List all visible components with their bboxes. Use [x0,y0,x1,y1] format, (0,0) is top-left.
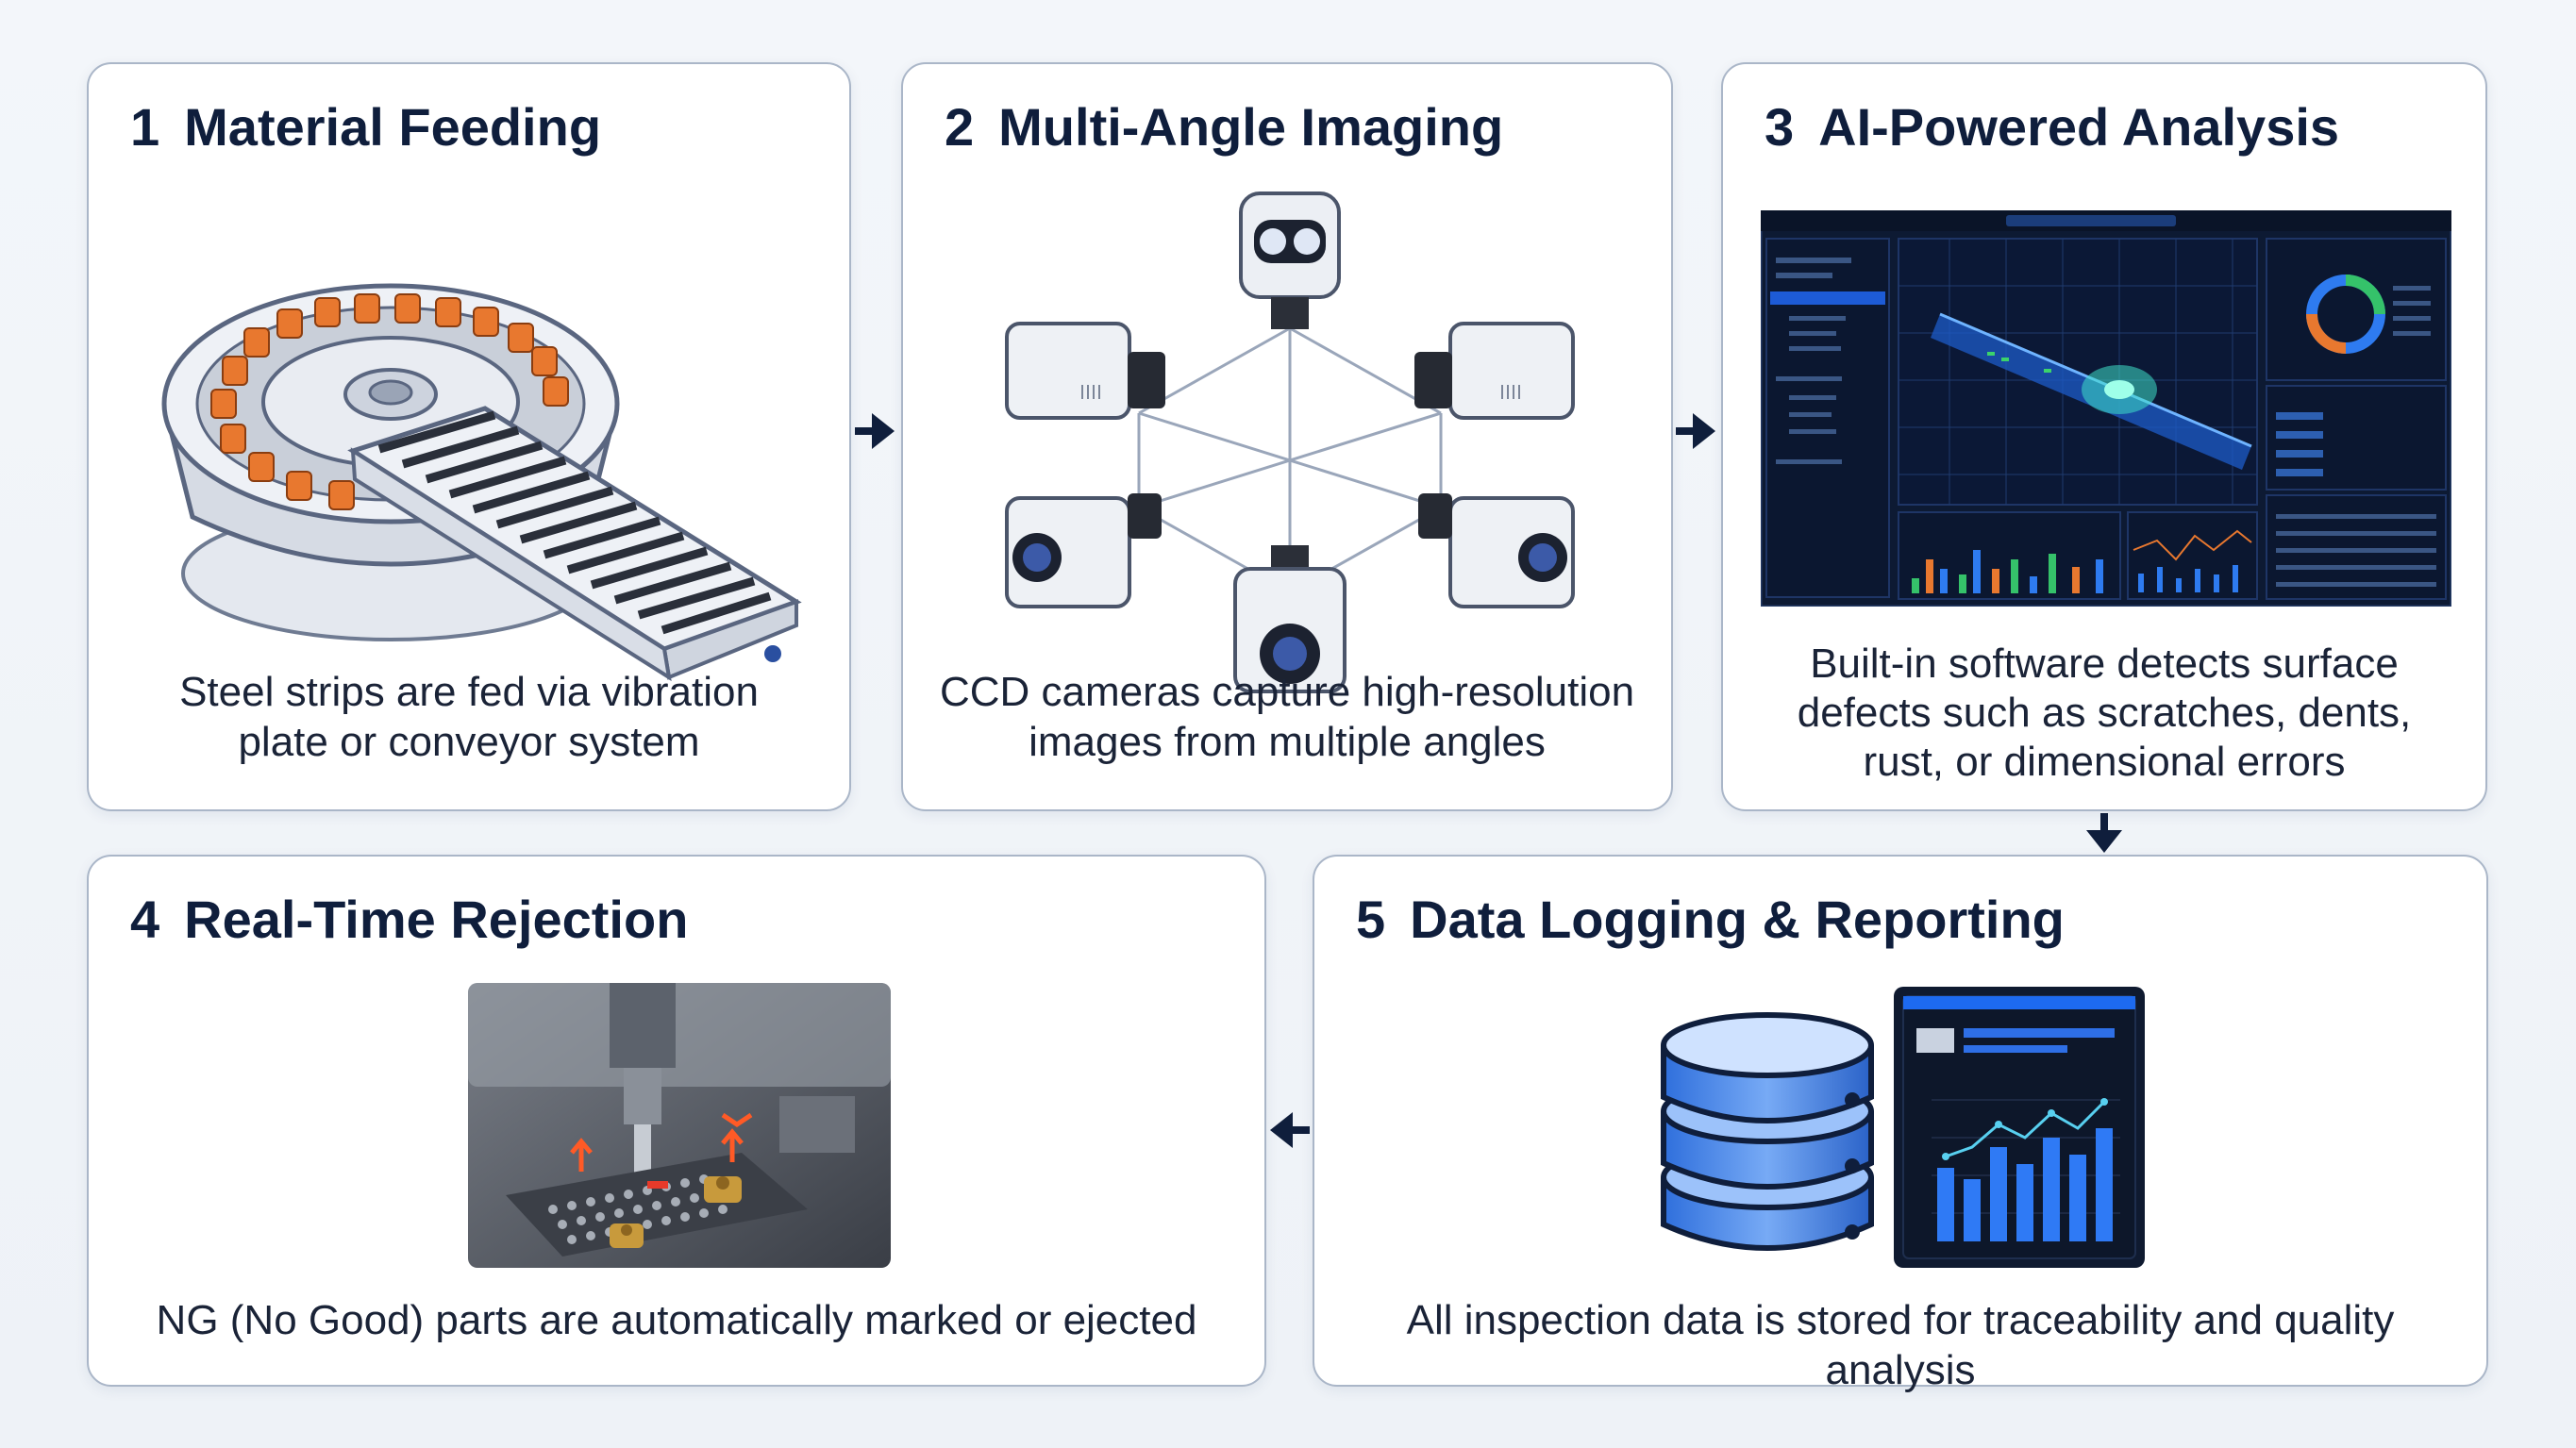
step-card-multi-angle-imaging: 2 Multi-Angle Imaging [901,62,1673,811]
step-name: Material Feeding [184,97,602,157]
step-description: CCD cameras capture high-resolution imag… [939,669,1635,765]
vibration-feeder-conveyor-icon [161,283,802,682]
analysis-dashboard-icon [1761,210,2451,607]
database-icon [1661,1012,1874,1251]
step-number: 2 [945,97,975,157]
step-number: 4 [130,890,160,949]
step-name: Multi-Angle Imaging [998,97,1504,157]
step-name: Real-Time Rejection [184,890,689,949]
step-card-material-feeding: 1 Material Feeding [87,62,851,811]
step-title: 3 AI-Powered Analysis [1765,96,2339,158]
step-name: Data Logging & Reporting [1410,890,2065,949]
arrow-right-icon [1676,413,1715,449]
step-description: Steel strips are fed via vibration plate… [179,669,759,765]
rejection-machine-icon [468,983,891,1268]
step-number: 5 [1356,890,1386,949]
report-chart-icon [1894,987,2145,1268]
step-title: 5 Data Logging & Reporting [1356,889,2065,950]
step-title: 4 Real-Time Rejection [130,889,688,950]
step-card-data-logging-reporting: 5 Data Logging & Reporting [1313,855,2488,1393]
arrow-right-icon [855,413,895,449]
camera-array-icon [1005,191,1575,693]
step-title: 2 Multi-Angle Imaging [945,96,1503,158]
step-name: AI-Powered Analysis [1818,97,2340,157]
step-description: All inspection data is stored for tracea… [1406,1297,2395,1393]
step-title: 1 Material Feeding [130,96,601,158]
arrow-down-icon [2086,813,2122,853]
step-card-real-time-rejection: 4 Real-Time Rejection [87,855,1266,1387]
step-number: 3 [1765,97,1795,157]
step-description: Built-in software detects surface defect… [1797,641,2412,785]
step-description: NG (No Good) parts are automatically mar… [156,1297,1197,1343]
step-card-ai-powered-analysis: 3 AI-Powered Analysis [1721,62,2487,811]
arrow-left-icon [1270,1112,1310,1148]
step-number: 1 [130,97,160,157]
